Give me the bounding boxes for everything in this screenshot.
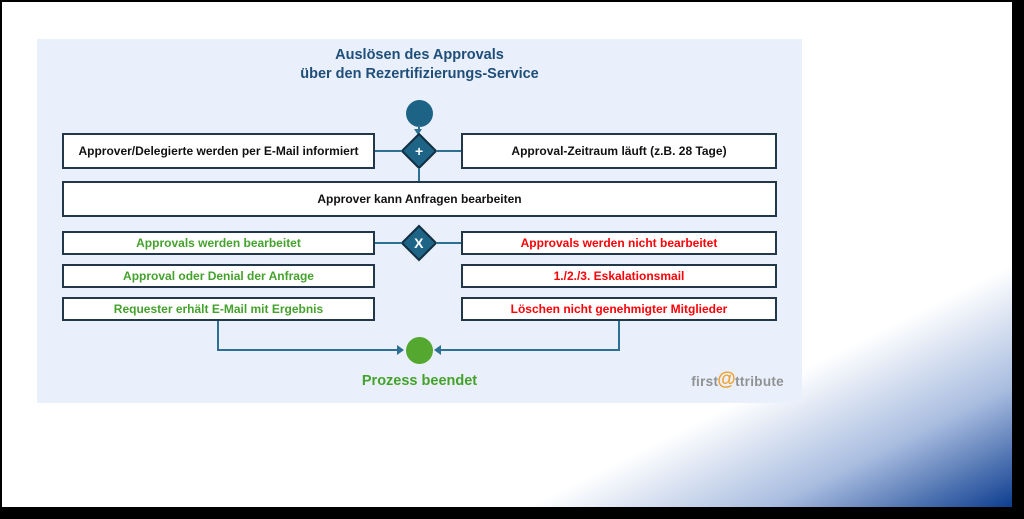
start-event-circle xyxy=(406,100,433,127)
connector-xgateway-left xyxy=(375,242,402,244)
diagram-title-line2: über den Rezertifizierungs-Service xyxy=(300,66,539,82)
task-box-approval-period: Approval-Zeitraum läuft (z.B. 28 Tage) xyxy=(461,133,777,169)
connector-left-branch-down xyxy=(217,321,219,351)
diagram-title: Auslösen des Approvals über den Rezertif… xyxy=(37,46,802,84)
connector-start-to-gateway xyxy=(418,125,420,131)
x-icon: X xyxy=(414,235,424,251)
slide-background: Auslösen des Approvals über den Rezertif… xyxy=(2,2,1012,507)
task-box-approvals-not-processed: Approvals werden nicht bearbeitet xyxy=(461,231,777,255)
firstattribute-logo: first@ttribute xyxy=(691,369,784,392)
end-event-label: Prozess beendet xyxy=(361,373,478,389)
exclusive-gateway-diamond: X xyxy=(400,224,438,262)
arrowhead-right-icon xyxy=(397,345,404,355)
diagram-title-line1: Auslösen des Approvals xyxy=(335,47,504,63)
task-box-delete-members: Löschen nicht genehmigter Mitglieder xyxy=(461,297,777,321)
connector-left-branch-across xyxy=(217,349,399,351)
connector-xgateway-right xyxy=(436,242,463,244)
connector-gateway-down xyxy=(418,168,420,181)
task-box-approver-edit: Approver kann Anfragen bearbeiten xyxy=(62,181,777,217)
end-event-circle xyxy=(406,337,433,364)
logo-at-icon: @ xyxy=(717,369,737,390)
connector-right-branch-across xyxy=(438,349,620,351)
plus-icon: + xyxy=(414,143,424,159)
arrowhead-down-icon xyxy=(414,129,422,135)
task-box-escalation-mail: 1./2./3. Eskalationsmail xyxy=(461,264,777,288)
connector-right-branch-down xyxy=(618,321,620,351)
parallel-gateway-diamond: + xyxy=(400,132,438,170)
task-box-approval-or-denial: Approval oder Denial der Anfrage xyxy=(62,264,375,288)
arrowhead-left-icon xyxy=(434,345,441,355)
connector-gateway-left xyxy=(375,150,402,152)
task-box-approvals-processed: Approvals werden bearbeitet xyxy=(62,231,375,255)
task-box-requester-email: Requester erhält E-Mail mit Ergebnis xyxy=(62,297,375,321)
logo-text-ttribute: ttribute xyxy=(735,373,784,389)
process-diagram-panel: Auslösen des Approvals über den Rezertif… xyxy=(37,39,802,403)
logo-text-first: first xyxy=(691,373,719,389)
task-box-approver-informed: Approver/Delegierte werden per E-Mail in… xyxy=(62,133,375,169)
connector-gateway-right xyxy=(436,150,463,152)
